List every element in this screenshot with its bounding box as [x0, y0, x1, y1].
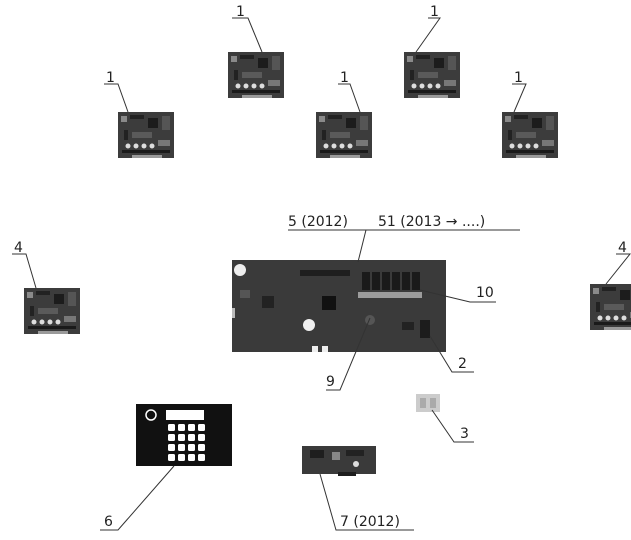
board-7 — [302, 446, 376, 476]
label-1-d: 1 — [340, 70, 349, 86]
keypad-key — [168, 454, 175, 461]
label-4-right: 4 — [618, 240, 627, 256]
keypad-key — [178, 424, 185, 431]
label-5-2012: 5 (2012) — [288, 214, 348, 230]
keypad-key — [198, 434, 205, 441]
keypad-key — [168, 434, 175, 441]
keypad-key — [188, 454, 195, 461]
board-1-a — [228, 52, 284, 98]
board-1-e — [502, 112, 558, 158]
label-7-2012: 7 (2012) — [340, 514, 400, 530]
keypad-key — [178, 444, 185, 451]
label-3: 3 — [460, 426, 469, 442]
keypad-key — [188, 434, 195, 441]
label-10: 10 — [476, 285, 494, 301]
label-1-b: 1 — [430, 4, 439, 20]
keypad-key — [178, 454, 185, 461]
board-1-d — [316, 112, 372, 158]
label-51-2013: 51 (2013 → ....) — [378, 214, 485, 230]
board-4-left — [24, 288, 80, 334]
label-2: 2 — [458, 356, 467, 372]
connector-3 — [416, 394, 440, 412]
keypad-key — [168, 424, 175, 431]
keypad-key — [198, 454, 205, 461]
label-9: 9 — [326, 374, 335, 390]
keypad-key — [178, 434, 185, 441]
keypad-key — [198, 444, 205, 451]
label-1-a: 1 — [236, 4, 245, 20]
keypad-key — [198, 424, 205, 431]
board-1-b — [404, 52, 460, 98]
keypad-6 — [136, 404, 232, 466]
label-6: 6 — [104, 514, 113, 530]
main-board — [232, 260, 446, 352]
label-1-c: 1 — [106, 70, 115, 86]
keypad-key — [188, 424, 195, 431]
board-1-c — [118, 112, 174, 158]
label-1-e: 1 — [514, 70, 523, 86]
keypad-key — [168, 444, 175, 451]
keypad-key — [188, 444, 195, 451]
label-4-left: 4 — [14, 240, 23, 256]
board-4-right — [590, 284, 631, 330]
